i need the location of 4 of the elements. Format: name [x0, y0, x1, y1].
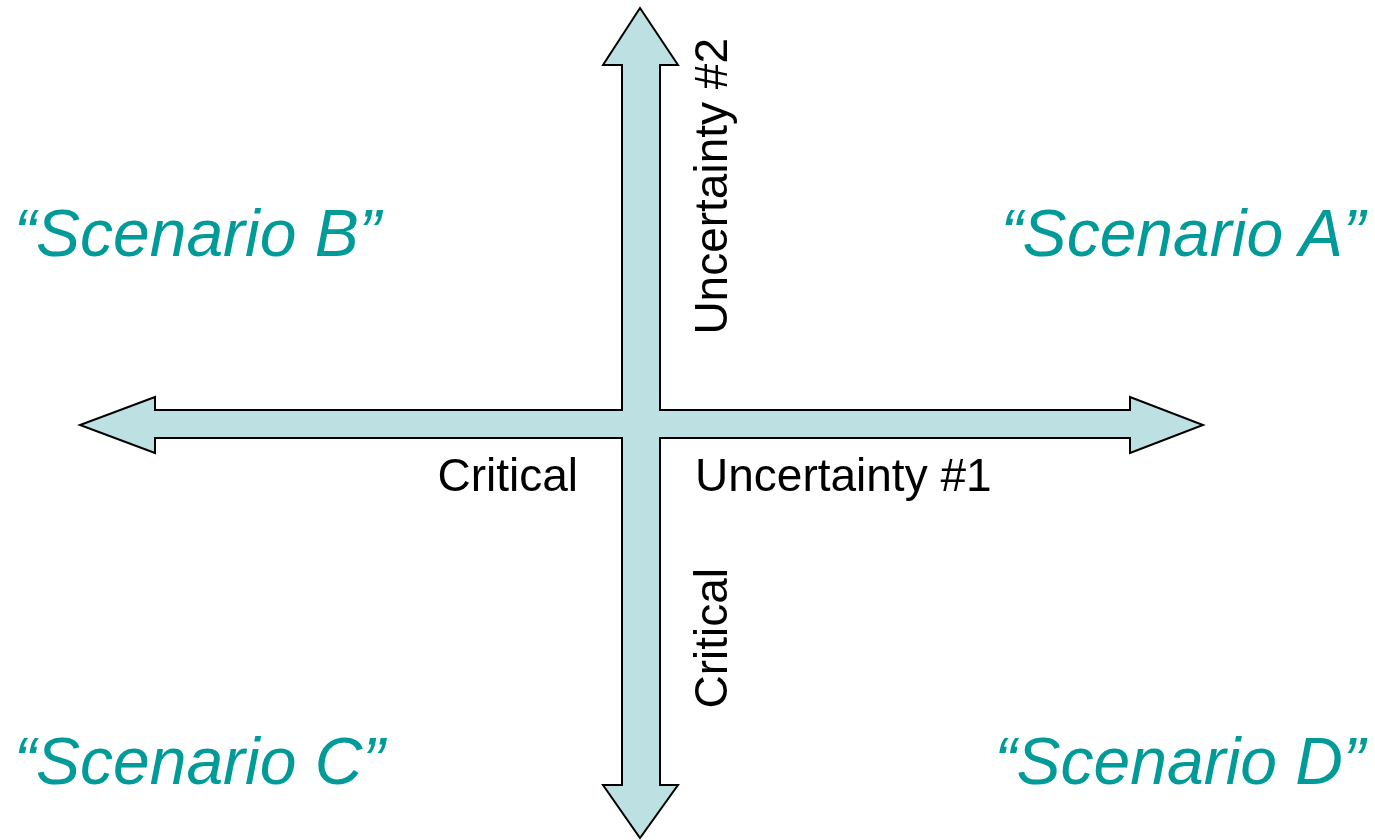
- axis-label: Critical: [688, 568, 734, 709]
- axis-label: Critical: [437, 452, 578, 498]
- quadrant-label: “Scenario C”: [14, 728, 385, 794]
- quadrant-label: “Scenario B”: [14, 200, 381, 266]
